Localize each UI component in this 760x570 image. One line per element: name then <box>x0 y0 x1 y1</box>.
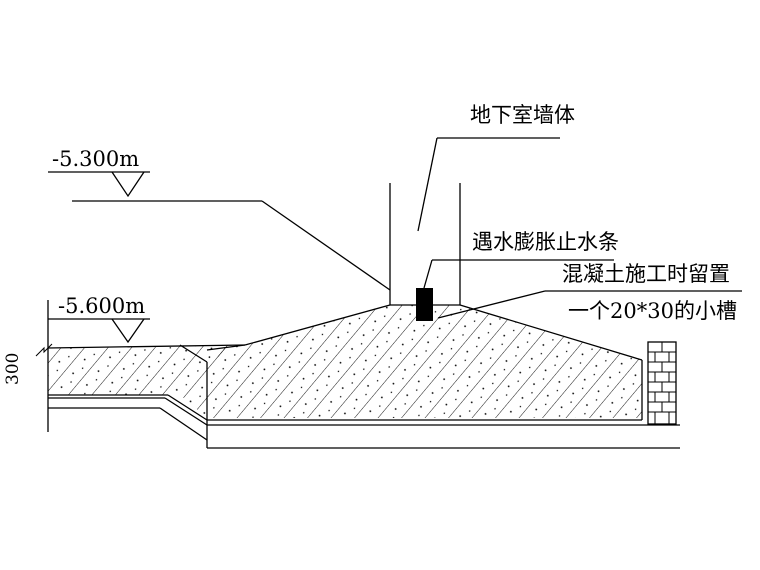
ground-line <box>72 200 391 291</box>
elevation-upper-text: -5.300m <box>52 147 139 171</box>
elevation-marker-upper: -5.300m <box>48 147 150 198</box>
groove-label-line1: 混凝土施工时留置 <box>562 262 730 286</box>
concrete-slab <box>48 305 642 418</box>
elevation-marker-lower: -5.600m <box>48 294 150 344</box>
groove-label-line2: 一个20*30的小槽 <box>568 299 737 323</box>
dimension-300: 300 <box>3 343 53 385</box>
groove-leader: 混凝土施工时留置 一个20*30的小槽 <box>437 262 742 323</box>
elevation-lower-text: -5.600m <box>58 294 145 318</box>
waterstop-label: 遇水膨胀止水条 <box>472 230 619 254</box>
dimension-text: 300 <box>3 353 23 385</box>
slab-outline <box>47 300 680 449</box>
brick-wall <box>647 341 677 425</box>
wall-label: 地下室墙体 <box>470 103 575 127</box>
basement-wall <box>389 183 461 305</box>
wall-leader: 地下室墙体 <box>417 103 575 232</box>
waterstop-strip <box>416 288 433 321</box>
waterstop-leader: 遇水膨胀止水条 <box>423 230 619 289</box>
